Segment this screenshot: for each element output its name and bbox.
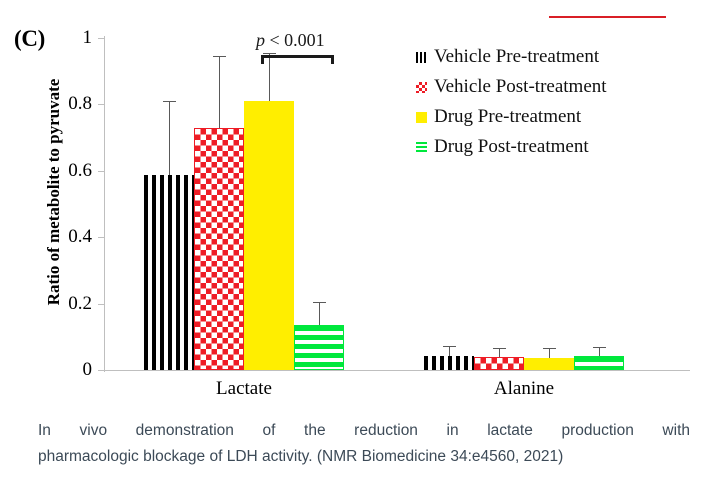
errorbar-lactate-vehicle-post bbox=[194, 56, 244, 128]
y-tick-mark bbox=[98, 104, 104, 106]
y-tick-mark bbox=[98, 38, 104, 39]
legend-swatch-checkerboard-icon bbox=[416, 81, 427, 93]
legend-label: Drug Post-treatment bbox=[434, 136, 589, 157]
panel-label: (C) bbox=[14, 26, 46, 51]
legend-label: Drug Pre-treatment bbox=[434, 106, 582, 127]
errorbar-alanine-drug-post bbox=[574, 347, 624, 357]
errorbar-lactate-drug-post bbox=[294, 302, 344, 326]
red-divider-line bbox=[549, 16, 666, 18]
y-tick-mark bbox=[98, 237, 104, 239]
bar-lactate-vehicle-pre bbox=[144, 175, 194, 370]
bar-lactate-drug-pre bbox=[244, 101, 294, 370]
bar-alanine-drug-post bbox=[574, 356, 624, 370]
y-tick-label: 0.4 bbox=[68, 226, 92, 248]
bar-lactate-vehicle-post bbox=[194, 127, 244, 370]
y-tick-label: 1 bbox=[82, 27, 93, 48]
legend-item-vehicle-pre: Vehicle Pre-treatment bbox=[416, 42, 607, 72]
y-tick-label: 0 bbox=[82, 359, 93, 380]
legend-label: Vehicle Pre-treatment bbox=[434, 46, 600, 67]
caption-line-1: In vivo demonstration of the reduction i… bbox=[38, 422, 690, 439]
chart-legend: Vehicle Pre-treatment Vehicle Post-treat… bbox=[416, 42, 607, 162]
figure-caption: In vivo demonstration of the reduction i… bbox=[38, 418, 690, 470]
plot-area bbox=[104, 38, 690, 370]
errorbar-alanine-drug-pre bbox=[524, 348, 574, 358]
p-value-annotation: p < 0.001 bbox=[256, 30, 325, 51]
legend-swatch-solid-yellow-icon bbox=[416, 111, 427, 123]
errorbar-lactate-vehicle-pre bbox=[144, 101, 194, 176]
legend-item-vehicle-post: Vehicle Post-treatment bbox=[416, 72, 607, 102]
y-tick-label: 0.6 bbox=[68, 159, 92, 181]
legend-item-drug-pre: Drug Pre-treatment bbox=[416, 102, 607, 132]
y-tick-label: 0.8 bbox=[68, 93, 92, 115]
bar-alanine-vehicle-post bbox=[474, 357, 524, 370]
y-tick-label: 0.2 bbox=[68, 292, 92, 314]
bar-alanine-drug-pre bbox=[524, 358, 574, 370]
y-tick-mark bbox=[98, 303, 104, 305]
y-axis-line bbox=[104, 36, 105, 372]
x-category-label-alanine: Alanine bbox=[493, 378, 555, 399]
legend-label: Vehicle Post-treatment bbox=[434, 76, 607, 97]
figure-panel-c: (C) Ratio of metabolite to pyruvate 1 0.… bbox=[14, 26, 690, 399]
y-tick-mark bbox=[98, 170, 104, 172]
x-category-label-lactate: Lactate bbox=[216, 378, 272, 399]
significance-bracket bbox=[261, 55, 334, 65]
p-symbol: p bbox=[256, 30, 265, 50]
p-value-text: < 0.001 bbox=[265, 30, 325, 50]
legend-swatch-horizontal-stripe-icon bbox=[416, 141, 427, 153]
bar-alanine-vehicle-pre bbox=[424, 356, 474, 370]
legend-swatch-vertical-stripe-icon bbox=[416, 51, 427, 63]
caption-line-2: pharmacologic blockage of LDH activity. … bbox=[38, 448, 564, 465]
errorbar-lactate-drug-pre bbox=[244, 53, 294, 102]
errorbar-alanine-vehicle-pre bbox=[424, 346, 474, 357]
bar-lactate-drug-post bbox=[294, 325, 344, 370]
legend-item-drug-post: Drug Post-treatment bbox=[416, 132, 607, 162]
x-axis-line bbox=[98, 370, 690, 371]
errorbar-alanine-vehicle-post bbox=[474, 348, 524, 358]
y-tick-mark bbox=[98, 370, 104, 371]
